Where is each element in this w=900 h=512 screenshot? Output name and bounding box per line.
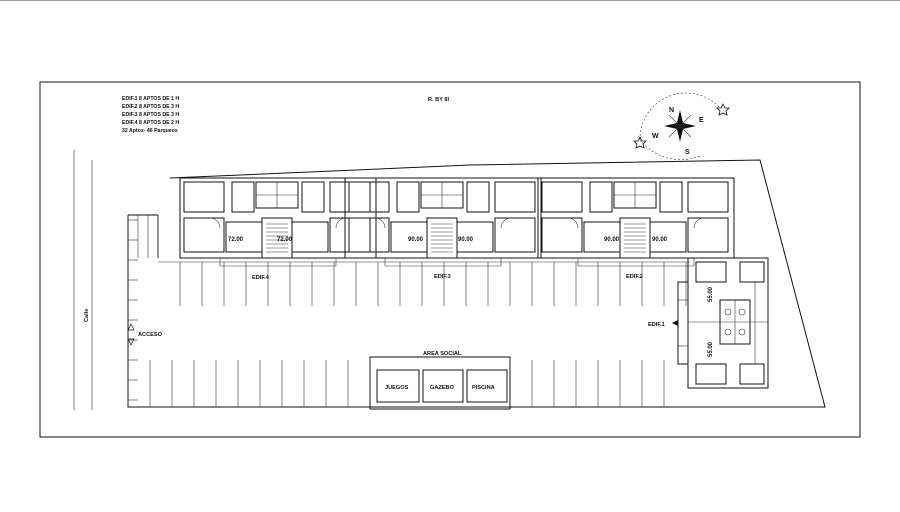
door-arc bbox=[500, 217, 512, 229]
legend: EDIF.1 8 APTOS DE 1 H EDIF.2 8 APTOS DE … bbox=[122, 96, 179, 134]
area-value: 90.00 bbox=[652, 237, 668, 243]
door-arc bbox=[209, 217, 221, 229]
building-label: EDIF.4 bbox=[252, 275, 270, 281]
social-piscina: PISCINA bbox=[472, 385, 495, 391]
area-value: 90.00 bbox=[458, 237, 474, 243]
access-arrow-up-icon bbox=[127, 323, 135, 331]
room-outline bbox=[348, 181, 390, 213]
road-label: R. BY III bbox=[428, 97, 449, 103]
social-juegos: JUEGOS bbox=[385, 385, 409, 391]
room-outline bbox=[183, 181, 225, 213]
legend-line: EDIF.2 8 APTOS DE 3 H bbox=[122, 104, 179, 110]
building-label: EDIF.3 bbox=[434, 274, 451, 280]
legend-line: EDIF.3 8 APTOS DE 3 H bbox=[122, 112, 179, 118]
room-outline bbox=[494, 217, 536, 253]
room-outline bbox=[466, 181, 490, 213]
room-outline bbox=[301, 181, 325, 213]
buildings bbox=[179, 177, 735, 267]
building-label: EDIF.1 bbox=[648, 322, 665, 328]
room-outline bbox=[348, 217, 390, 253]
legend-line: EDIF.1 8 APTOS DE 1 H bbox=[122, 96, 179, 102]
room-outline bbox=[687, 181, 729, 213]
area-social bbox=[369, 356, 511, 410]
social-title: AREA SOCIAL bbox=[423, 351, 462, 357]
room-outline bbox=[494, 181, 536, 213]
compass-s: S bbox=[685, 149, 690, 156]
sun-icon-right bbox=[716, 103, 730, 116]
door-arc bbox=[567, 217, 579, 229]
room-outline bbox=[659, 181, 683, 213]
building-edif-1 bbox=[677, 257, 769, 389]
juegos-box bbox=[376, 369, 420, 403]
area-value: 90.00 bbox=[408, 237, 424, 243]
social-gazebo: GAZEBO bbox=[430, 385, 455, 391]
room-outline bbox=[541, 181, 583, 213]
door-arc bbox=[374, 217, 386, 229]
sun-icon-left bbox=[633, 136, 647, 149]
area-value: 55.00 bbox=[708, 341, 714, 357]
parking-stalls bbox=[128, 215, 690, 407]
room-outline bbox=[329, 217, 371, 253]
gazebo-box bbox=[422, 369, 464, 403]
room-outline bbox=[589, 181, 613, 213]
legend-line: EDIF.4 8 APTOS DE 2 H bbox=[122, 120, 179, 126]
site-boundary bbox=[127, 159, 826, 408]
compass-e: E bbox=[699, 117, 704, 124]
piscina-box bbox=[466, 369, 508, 403]
area-value: 72.00 bbox=[228, 237, 244, 243]
door-arc bbox=[693, 217, 705, 229]
building-label: EDIF.2 bbox=[626, 274, 643, 280]
entry-arrow-icon bbox=[672, 320, 678, 326]
room-outline bbox=[329, 181, 371, 213]
compass-rose bbox=[633, 92, 730, 160]
street-label: Calle bbox=[84, 309, 90, 322]
room-outline bbox=[396, 181, 420, 213]
room-outline bbox=[541, 217, 583, 253]
room-outline bbox=[183, 217, 225, 253]
room-outline bbox=[619, 217, 651, 259]
area-value: 55.00 bbox=[708, 286, 714, 302]
drawing-border bbox=[39, 81, 861, 438]
room-outline bbox=[687, 217, 729, 253]
room-outline bbox=[231, 181, 255, 213]
room-outline bbox=[261, 217, 293, 259]
room-outline bbox=[426, 217, 458, 259]
area-value: 72.00 bbox=[277, 237, 293, 243]
compass-w: W bbox=[652, 133, 659, 140]
compass-n: N bbox=[669, 107, 674, 114]
access-arrow-down-icon bbox=[127, 338, 135, 346]
legend-line: 32 Aptos- 46 Parqueos bbox=[122, 128, 178, 134]
area-value: 90.00 bbox=[604, 237, 620, 243]
room-outline bbox=[291, 221, 329, 253]
access-label: ACCESO bbox=[138, 332, 163, 338]
